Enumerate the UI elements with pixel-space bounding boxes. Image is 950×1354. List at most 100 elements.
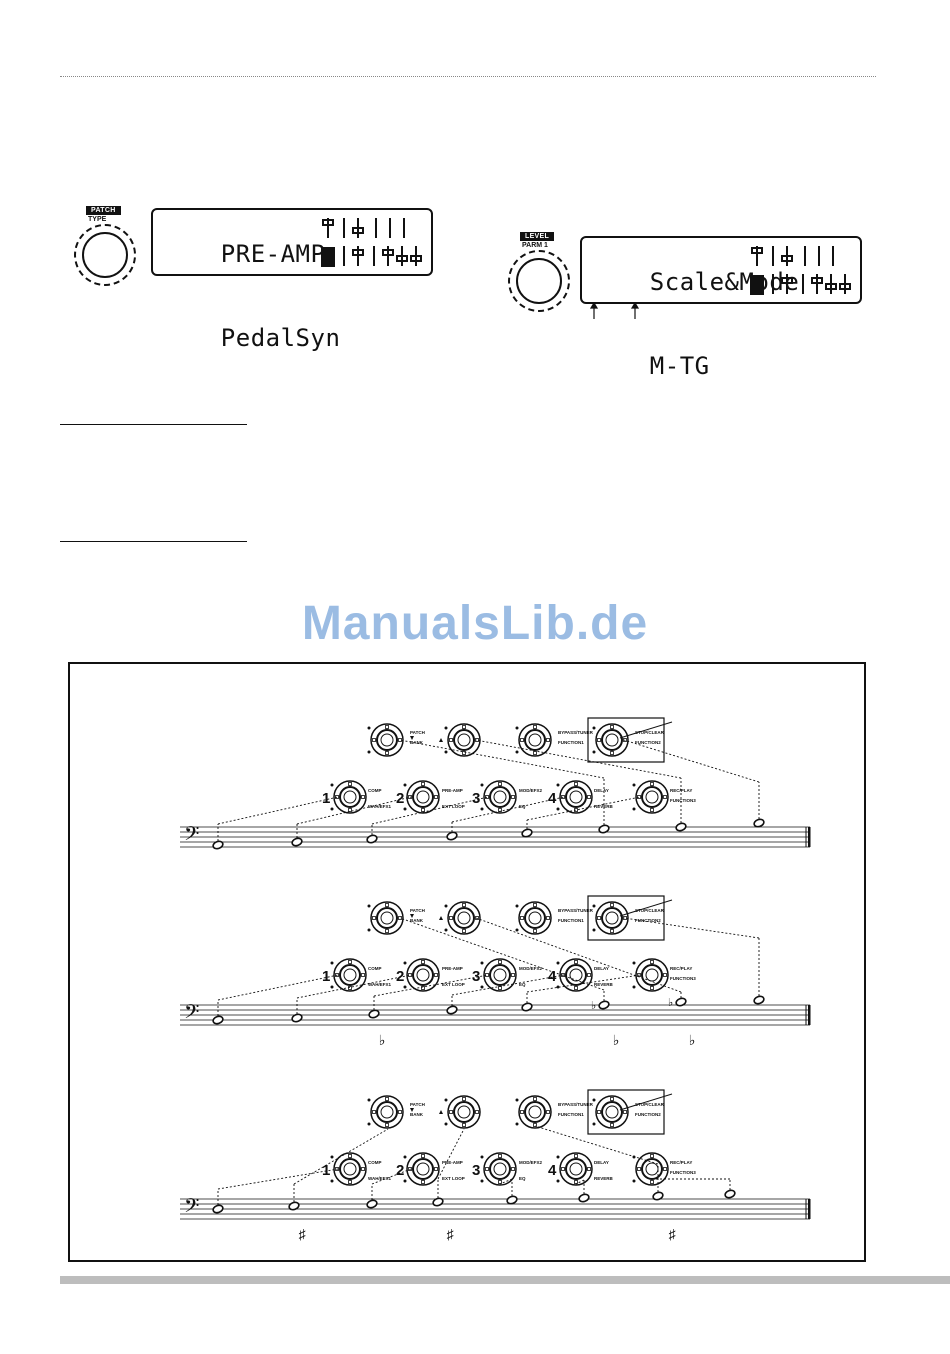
- pedal-patch-down-led: [385, 903, 389, 907]
- pedal-number-2: 2: [396, 790, 404, 807]
- knob-body: [82, 232, 128, 278]
- accidental-flat-icon: ♭: [379, 1032, 386, 1048]
- pedal-bank-up-center: [457, 1105, 471, 1119]
- lcd-display-right: Scale&Mode M-TG: [580, 236, 862, 380]
- pedal-rec-play-led: [663, 1167, 667, 1171]
- pedal-rec-play-dot: [632, 1179, 636, 1183]
- pedal-1-dot: [330, 807, 334, 811]
- pedal-bank-up-dot: [444, 928, 448, 932]
- pedal-rec-play-led: [650, 986, 654, 990]
- pedal-4-led: [574, 1154, 578, 1158]
- pedal-stop-clear-led: [610, 751, 614, 755]
- label-bank: BANK: [410, 740, 424, 745]
- leader-line: [575, 1179, 585, 1185]
- pedal-number-1: 1: [322, 790, 330, 807]
- pedal-4-led: [574, 986, 578, 990]
- staff-bar-thick: [808, 1005, 811, 1025]
- pedal-number-1: 1: [322, 968, 330, 985]
- pedal-stop-clear-led: [597, 738, 601, 742]
- pedal-4-dot: [556, 985, 560, 989]
- highlight-box: [587, 717, 665, 763]
- accidental-flat-icon: ♭: [689, 1032, 696, 1048]
- leader-line: [451, 974, 565, 996]
- type-knob[interactable]: PATCH TYPE: [68, 206, 148, 296]
- pedal-3-dot: [480, 1179, 484, 1183]
- pedal-2-led: [421, 808, 425, 812]
- label-eq: EQ: [519, 1176, 526, 1181]
- note-5: [521, 828, 533, 838]
- staff-bass-clef: 𝄢: [184, 1001, 199, 1028]
- label-comp: COMP: [368, 1160, 382, 1165]
- effect-chain-icon: [321, 218, 422, 267]
- staff-bar-thick: [808, 1199, 811, 1219]
- pedal-3-led: [485, 973, 489, 977]
- pedal-bypass-tuner-dot: [515, 726, 519, 730]
- pedal-number-4: 4: [548, 968, 557, 985]
- leader-line: [399, 739, 605, 779]
- callout-line: [619, 899, 673, 917]
- pedal-4-dot: [556, 807, 560, 811]
- note-7: [675, 822, 687, 832]
- pedal-4-center: [569, 968, 583, 982]
- top-dotted-rule: [60, 76, 876, 77]
- pedal-1-dot: [330, 985, 334, 989]
- staff-bass-clef: 𝄢: [184, 823, 199, 850]
- pedal-stop-clear-center: [605, 911, 619, 925]
- pedal-3-led: [485, 1167, 489, 1171]
- lcd-text-effect: PRE-AMP: [220, 240, 326, 268]
- label-delay: DELAY: [594, 788, 609, 793]
- arrow-up-icon: [439, 738, 443, 742]
- pedal-patch-down-dot: [367, 904, 371, 908]
- note-5: [506, 1195, 518, 1205]
- pedal-bypass-tuner-led: [533, 1123, 537, 1127]
- pedal-4-dot: [556, 1155, 560, 1159]
- section-rule-2: [60, 541, 247, 542]
- staff-bar-thick: [808, 827, 811, 847]
- pedal-1-dot: [330, 961, 334, 965]
- pedal-4-led: [587, 795, 591, 799]
- pedal-2-dot: [403, 1155, 407, 1159]
- pedal-1-center: [343, 968, 357, 982]
- pedal-3-dot: [480, 783, 484, 787]
- label-patch: PATCH: [410, 730, 425, 735]
- leader-line: [217, 1168, 339, 1190]
- leader-line: [371, 1168, 412, 1185]
- pedal-bank-up-dot: [444, 750, 448, 754]
- pedal-1-dot: [330, 1155, 334, 1159]
- label-ext-loop: EXT LOOP: [442, 982, 465, 987]
- pedal-2-led: [421, 782, 425, 786]
- pedal-rec-play-led: [663, 795, 667, 799]
- label-reverb: REVERB: [594, 804, 614, 809]
- pedal-2-dot: [403, 961, 407, 965]
- pedal-1-led: [348, 1154, 352, 1158]
- pedal-1-led: [348, 1180, 352, 1184]
- pedal-stop-clear-led: [623, 1110, 627, 1114]
- label-reverb: REVERB: [594, 1176, 614, 1181]
- label-function3: FUNCTION3: [670, 798, 696, 803]
- pedal-4-led: [587, 973, 591, 977]
- pedal-patch-down-dot: [367, 1122, 371, 1126]
- label-wah-efx1: WAH/EFX1: [368, 804, 392, 809]
- label-rec-play: REC/PLAY: [670, 966, 692, 971]
- pedal-stop-clear-dot: [592, 1122, 596, 1126]
- pedal-stop-clear-led: [610, 929, 614, 933]
- note-4: [446, 831, 458, 841]
- pedal-patch-down-dot: [367, 928, 371, 932]
- note-6: [578, 1193, 590, 1203]
- knob-body: [516, 258, 562, 304]
- callout-line: [619, 721, 673, 739]
- pedal-3-center: [493, 1162, 507, 1176]
- knob-tag-patch: PATCH: [86, 206, 121, 215]
- arrow-down-icon: [410, 914, 414, 918]
- parm1-knob[interactable]: LEVEL PARM 1: [502, 232, 582, 322]
- arrow-down-icon: [410, 736, 414, 740]
- leader-line: [217, 796, 339, 825]
- label-eq: EQ: [519, 982, 526, 987]
- pedal-2-dot: [403, 783, 407, 787]
- pedal-rec-play-led: [637, 795, 641, 799]
- pedal-bypass-tuner-dot: [515, 1098, 519, 1102]
- note-1: [212, 1015, 224, 1025]
- label-stop-clear: STOP/CLEAR: [635, 908, 665, 913]
- note-4: [432, 1197, 444, 1207]
- label-patch: PATCH: [410, 1102, 425, 1107]
